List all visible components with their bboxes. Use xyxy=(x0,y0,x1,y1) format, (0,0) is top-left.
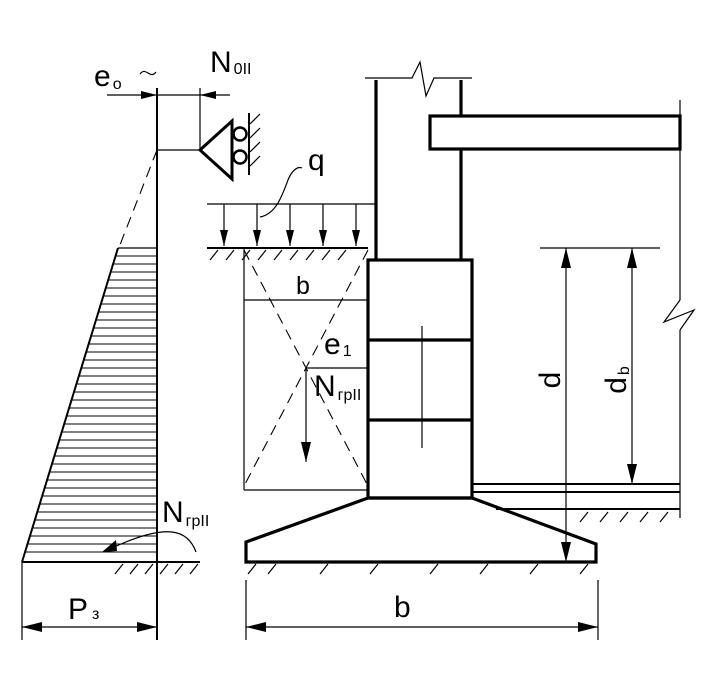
db-label: db xyxy=(600,366,633,394)
support-roller-bottom xyxy=(232,149,248,165)
hinge-support-triangle xyxy=(197,117,234,183)
e0-tilde xyxy=(139,70,157,76)
b-top-label: b xyxy=(296,272,310,300)
surcharge-load: q xyxy=(207,144,376,261)
support-wall-hatch xyxy=(249,113,261,167)
q-label: q xyxy=(308,144,325,177)
pressure-diagram-slope xyxy=(21,247,119,563)
floor-slab xyxy=(428,114,682,151)
b-bottom-label: b xyxy=(394,591,411,624)
support-roller-top xyxy=(232,126,248,142)
bottom-ground-hatch xyxy=(247,563,589,575)
basement-wall-blocks xyxy=(366,258,474,500)
basement-floor-hatch xyxy=(579,511,669,523)
d-label: d xyxy=(534,372,567,389)
pressure-dashed-extension xyxy=(117,149,158,251)
pressure-hatching xyxy=(25,255,157,553)
left-ground-hatch xyxy=(114,563,199,575)
right-break-zigzag xyxy=(662,299,696,331)
wall-and-footing xyxy=(244,60,682,575)
ngr-left-leader xyxy=(111,531,197,553)
q-leader xyxy=(259,166,303,218)
footing-slab xyxy=(244,496,598,564)
upper-ground-hatch xyxy=(209,249,347,261)
wall-break-line xyxy=(365,60,472,99)
ngr-left-arrowhead xyxy=(102,540,117,552)
bottom-dimension: b xyxy=(245,580,599,640)
right-dimensions: d db xyxy=(534,100,696,562)
